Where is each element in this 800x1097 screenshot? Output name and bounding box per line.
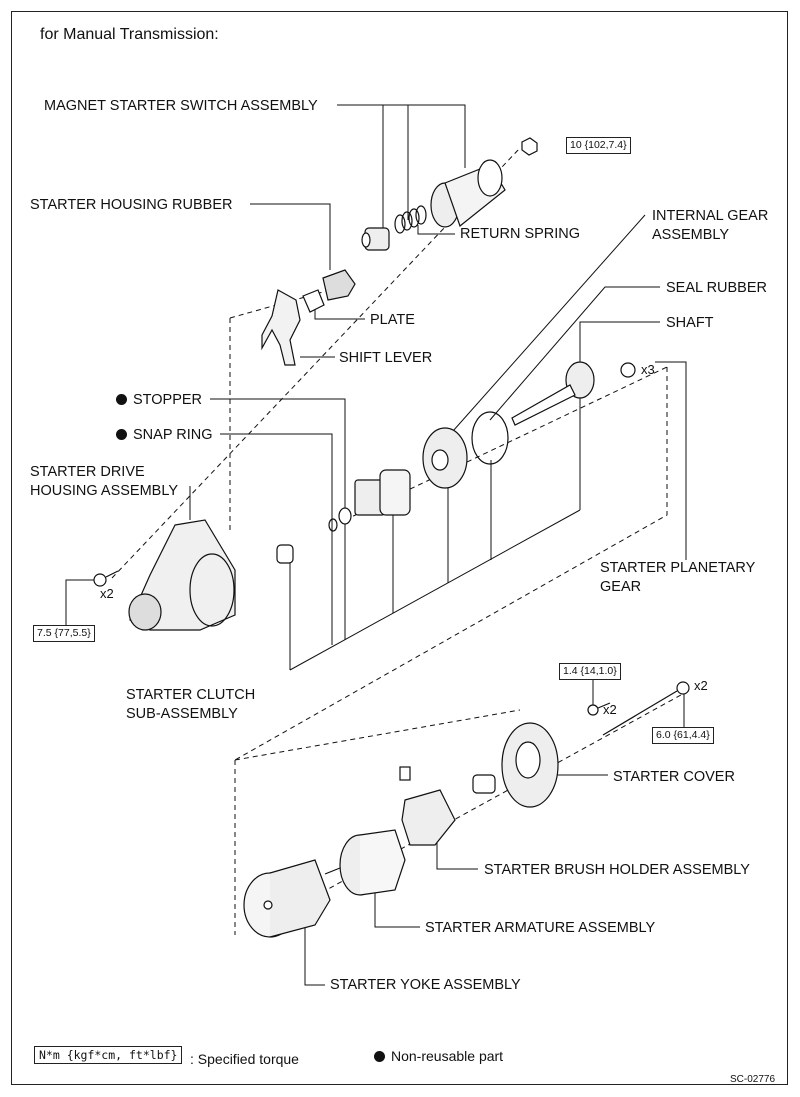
label-starter-cover: STARTER COVER xyxy=(613,769,735,785)
housing-bolt-part xyxy=(93,570,119,587)
magnet-switch-part xyxy=(430,159,506,228)
seal-rubber-part xyxy=(471,411,509,465)
figure-code: SC-02776 xyxy=(730,1074,776,1085)
clutch-part xyxy=(354,469,411,516)
shaft-part xyxy=(511,361,595,426)
torque-cover-screw: 1.4 {14,1.0} xyxy=(559,663,621,680)
brush-holder-part xyxy=(399,766,456,846)
label-clutch-line2: SUB-ASSEMBLY xyxy=(126,706,238,722)
label-planetary-line2: GEAR xyxy=(600,579,642,595)
label-planetary-line1: STARTER PLANETARY xyxy=(600,560,756,576)
label-stopper: STOPPER xyxy=(116,391,202,409)
yoke-part xyxy=(243,859,331,938)
leader-housing-rubber xyxy=(250,203,331,270)
label-magnet-switch: MAGNET STARTER SWITCH ASSEMBLY xyxy=(44,98,318,114)
torque-through-bolt: 6.0 {61,4.4} xyxy=(652,727,714,744)
starter-cover-part xyxy=(501,722,559,808)
non-reusable-dot xyxy=(116,429,127,440)
label-brush-holder: STARTER BRUSH HOLDER ASSEMBLY xyxy=(484,862,750,878)
leader-plate xyxy=(314,305,365,320)
label-plate: PLATE xyxy=(370,312,415,328)
label-shift-lever: SHIFT LEVER xyxy=(339,350,433,366)
cover-screw-part xyxy=(587,702,611,716)
housing-rubber-part xyxy=(322,269,356,301)
torque-housing-bolt: 7.5 {77,5.5} xyxy=(33,625,95,642)
snap-ring-part xyxy=(328,518,338,532)
page-title: for Manual Transmission: xyxy=(40,26,219,43)
leader-planetary xyxy=(655,361,687,560)
label-drive-housing-line1: STARTER DRIVE xyxy=(30,464,145,480)
shift-lever-part xyxy=(261,289,301,366)
stopper-part xyxy=(338,507,352,525)
diagram-frame xyxy=(11,11,788,1085)
label-return-spring: RETURN SPRING xyxy=(460,226,581,242)
label-internal-gear-line1: INTERNAL GEAR xyxy=(652,208,769,224)
qty-planetary: x3 xyxy=(641,362,655,377)
plunger-part xyxy=(361,227,390,251)
label-internal-gear-line2: ASSEMBLY xyxy=(652,227,730,243)
leader-magnet-switch xyxy=(337,104,466,228)
planetary-gear-part xyxy=(620,362,636,378)
label-housing-rubber: STARTER HOUSING RUBBER xyxy=(30,197,233,213)
bearing-part xyxy=(472,774,496,794)
leader-internal-gear xyxy=(444,214,646,441)
leader-stopper xyxy=(210,398,346,640)
legend-torque-text: : Specified torque xyxy=(190,1051,299,1067)
leader-yoke xyxy=(304,920,325,986)
leader-brush-holder xyxy=(436,840,478,870)
leader-clutch-sub xyxy=(289,380,581,671)
qty-through-bolt: x2 xyxy=(694,678,708,693)
label-stopper-text: STOPPER xyxy=(133,392,203,408)
label-seal-rubber: SEAL RUBBER xyxy=(666,280,767,296)
internal-gear-part xyxy=(422,427,468,489)
leader-seal-rubber xyxy=(489,286,660,421)
nut-part xyxy=(521,137,538,156)
label-shaft: SHAFT xyxy=(666,315,714,331)
leader-housing-bolt xyxy=(65,579,104,627)
drive-housing-part xyxy=(128,519,236,631)
label-yoke: STARTER YOKE ASSEMBLY xyxy=(330,977,521,993)
torque-nut: 10 {102,7.4} xyxy=(566,137,631,154)
label-armature: STARTER ARMATURE ASSEMBLY xyxy=(425,920,656,936)
non-reusable-dot xyxy=(374,1051,385,1062)
leader-shaft xyxy=(579,321,660,370)
qty-housing-bolt: x2 xyxy=(100,586,114,601)
label-snap-ring-text: SNAP RING xyxy=(133,427,213,443)
leader-snap-ring xyxy=(220,433,333,645)
leader-return-spring xyxy=(417,225,455,235)
plate-part xyxy=(302,289,325,313)
legend-non-reusable-text: Non-reusable part xyxy=(391,1048,504,1064)
label-clutch-line1: STARTER CLUTCH xyxy=(126,687,256,703)
legend-non-reusable: Non-reusable part xyxy=(374,1048,503,1064)
armature-part xyxy=(324,829,406,896)
through-bolt-part xyxy=(602,681,690,736)
label-drive-housing-line2: HOUSING ASSEMBLY xyxy=(30,483,178,499)
return-spring-part xyxy=(394,205,427,234)
qty-cover-screw: x2 xyxy=(603,702,617,717)
legend-torque-box: N*m {kgf*cm, ft*lbf} xyxy=(34,1046,183,1064)
bushing-part xyxy=(276,544,294,564)
label-snap-ring: SNAP RING xyxy=(116,426,213,444)
non-reusable-dot xyxy=(116,394,127,405)
